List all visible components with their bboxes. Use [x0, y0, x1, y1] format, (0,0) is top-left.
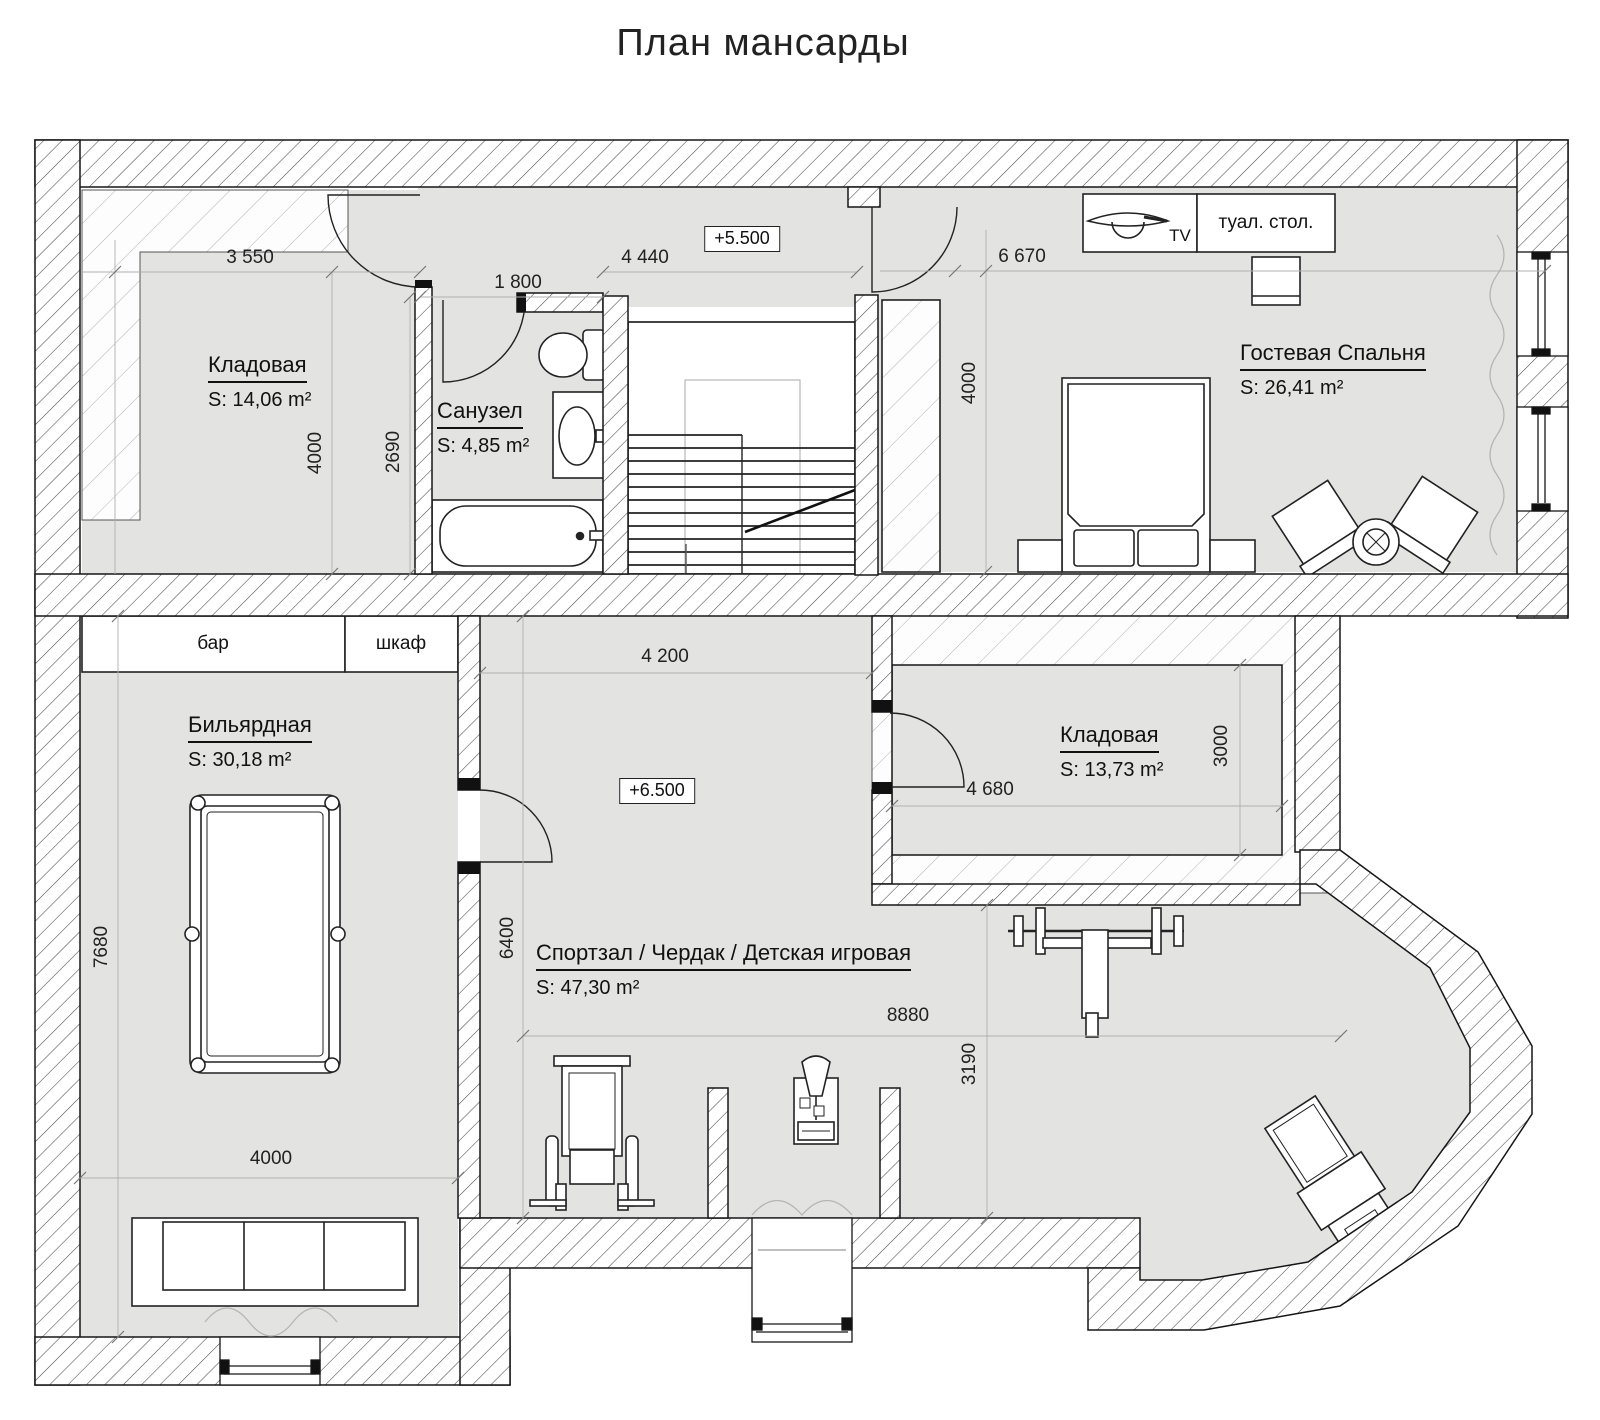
door-storage1	[327, 194, 421, 288]
billiard-window	[219, 1336, 321, 1386]
round-table	[1352, 518, 1400, 566]
curtain-bedroom	[1489, 234, 1505, 556]
storage2-floor	[891, 664, 1283, 856]
mirror-wardrobe	[881, 299, 941, 573]
staircase	[627, 321, 856, 597]
weight-bench	[1008, 907, 1184, 1038]
dim-8880: 8880	[886, 1005, 930, 1026]
wall-bay	[1087, 849, 1533, 1331]
wall-left	[34, 139, 81, 1386]
wall-middle-band	[34, 573, 1569, 617]
dim-7680: 7680	[91, 925, 112, 969]
sofa	[131, 1217, 419, 1307]
walls	[34, 139, 1569, 1386]
tv-icon	[1085, 212, 1171, 239]
room-area: S: 30,18 m²	[188, 749, 292, 771]
exercise-machine	[793, 1055, 839, 1145]
wardrobe-cabinet	[344, 615, 459, 673]
room-area: S: 26,41 m²	[1240, 377, 1344, 399]
door-storage2	[889, 712, 965, 788]
door-bedroom	[871, 206, 958, 293]
dim-2690: 2690	[383, 430, 404, 474]
room-area: S: 13,73 m²	[1060, 759, 1164, 781]
dim-6400: 6400	[497, 916, 518, 960]
dim-3190: 3190	[959, 1042, 980, 1086]
dim-4440: 4 440	[621, 247, 669, 268]
dim-4000-bedroom: 4000	[959, 361, 980, 405]
bedroom-window-2	[1516, 406, 1569, 512]
room-name: Кладовая	[208, 352, 307, 383]
dim-1800: 1 800	[494, 272, 542, 293]
room-area: S: 4,85 m²	[437, 435, 530, 457]
room-label-bedroom: Гостевая Спальня S: 26,41 m²	[1240, 340, 1426, 400]
windows	[219, 251, 1569, 1386]
gym-dormer-window	[751, 1217, 853, 1343]
room-label-bathroom: Санузел S: 4,85 m²	[437, 398, 529, 458]
billiard-table	[184, 794, 346, 1074]
floor-areas	[80, 187, 1517, 1337]
page-title: План мансарды	[616, 22, 910, 64]
stool	[1251, 256, 1301, 306]
wall-right	[1516, 139, 1569, 619]
doors	[327, 194, 965, 874]
room-area: S: 47,30 m²	[536, 977, 640, 999]
dim-4200: 4 200	[641, 646, 689, 667]
label-bar: бар	[197, 633, 229, 654]
elevation-mark-lower: +6.500	[619, 778, 695, 804]
bedroom-window-1	[1516, 251, 1569, 357]
door-bathroom	[442, 299, 526, 383]
bathtub	[431, 499, 605, 573]
toilet	[538, 329, 606, 381]
room-label-gym: Спортзал / Чердак / Детская игровая S: 4…	[536, 940, 911, 1000]
room-label-billiard: Бильярдная S: 30,18 m²	[188, 712, 312, 772]
furniture	[81, 193, 1479, 1307]
room-area: S: 14,06 m²	[208, 389, 312, 411]
door-gym	[479, 789, 553, 863]
elevation-mark-upper: +5.500	[704, 226, 780, 252]
dimension-ticks	[73, 264, 1552, 1344]
label-tv: TV	[1169, 226, 1191, 245]
room-label-storage1: Кладовая S: 14,06 m²	[208, 352, 311, 412]
nightstand-right	[1209, 539, 1256, 573]
dim-4000-billiard: 4000	[249, 1148, 293, 1169]
label-wardrobe: шкаф	[375, 633, 427, 654]
tv-unit	[1082, 193, 1198, 253]
dim-6670: 6 670	[998, 246, 1046, 267]
room-name: Спортзал / Чердак / Детская игровая	[536, 940, 911, 971]
curtain-billiard	[204, 1307, 338, 1337]
dim-3550: 3 550	[226, 247, 274, 268]
bed	[1017, 377, 1256, 573]
wall-top	[34, 139, 1569, 188]
room-label-storage2: Кладовая S: 13,73 m²	[1060, 722, 1163, 782]
dim-4680: 4 680	[966, 779, 1014, 800]
room-name: Бильярдная	[188, 712, 312, 743]
dimension-lines	[73, 230, 1552, 1344]
armchair-left	[1271, 479, 1371, 579]
room-name: Гостевая Спальня	[1240, 340, 1426, 371]
sink	[552, 391, 609, 479]
curtain-gym	[751, 1200, 853, 1216]
dim-4000-storage: 4000	[305, 431, 326, 475]
dim-3000: 3000	[1211, 724, 1232, 768]
room-name: Санузел	[437, 398, 523, 429]
weight-machine	[529, 1055, 655, 1211]
nightstand-left	[1017, 539, 1063, 573]
dressing-table	[1196, 193, 1336, 253]
room-name: Кладовая	[1060, 722, 1159, 753]
curtains	[204, 234, 1505, 1337]
label-dressing-table: туал. стол.	[1218, 212, 1314, 233]
